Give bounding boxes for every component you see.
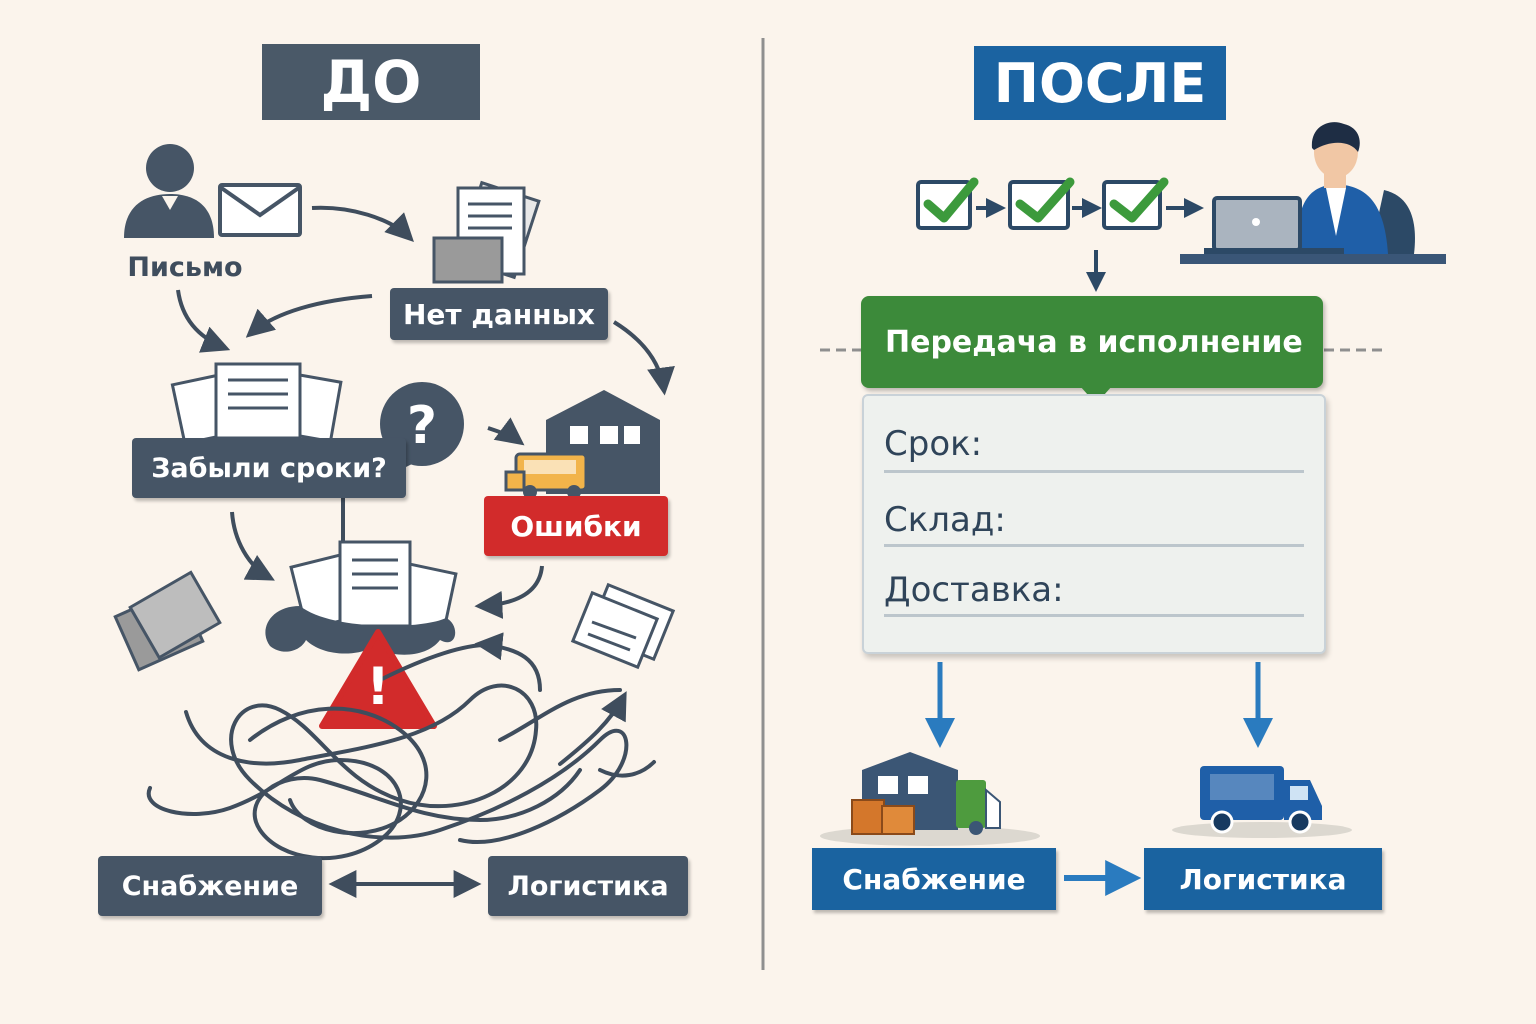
after-title: ПОСЛЕ bbox=[974, 46, 1226, 120]
deadline-field-label: Срок: bbox=[884, 424, 983, 464]
no-data-label: Нет данных bbox=[390, 288, 608, 340]
documents-icon bbox=[570, 582, 676, 670]
arrow bbox=[474, 565, 544, 619]
deadline-field-line[interactable] bbox=[884, 470, 1304, 473]
warning-exclamation: ! bbox=[366, 657, 390, 717]
checkbox-check-icon bbox=[1102, 177, 1169, 230]
forgot-deadlines-label: Забыли сроки? bbox=[132, 438, 406, 498]
handover-form: Срок: Склад: Доставка: bbox=[862, 394, 1326, 654]
documents-icon bbox=[432, 180, 541, 284]
before-title: ДО bbox=[262, 44, 480, 120]
person-icon bbox=[124, 144, 214, 238]
handover-banner: Передача в исполнение bbox=[861, 296, 1323, 388]
arrow bbox=[487, 417, 525, 446]
arrow bbox=[176, 289, 231, 353]
logistics-label-before: Логистика bbox=[488, 856, 688, 916]
truck-icon bbox=[504, 452, 588, 499]
warning-icon bbox=[319, 629, 437, 729]
tangled-lines bbox=[146, 632, 656, 861]
laptop-user-icon bbox=[1180, 122, 1446, 264]
delivery-field-line[interactable] bbox=[884, 614, 1304, 617]
warehouse-icon bbox=[820, 752, 1040, 846]
warehouse-field-label: Склад: bbox=[884, 500, 1006, 540]
checkbox-check-icon bbox=[916, 177, 979, 230]
checkbox-check-icon bbox=[1008, 177, 1075, 230]
errors-label: Ошибки bbox=[484, 496, 668, 556]
arrow bbox=[612, 320, 675, 396]
truck-icon bbox=[1172, 766, 1352, 838]
arrow bbox=[311, 205, 414, 242]
truck-icon bbox=[956, 780, 1001, 835]
documents-icon bbox=[113, 570, 222, 672]
envelope-icon bbox=[218, 183, 302, 237]
supply-label-before: Снабжение bbox=[98, 856, 322, 916]
arrow bbox=[245, 294, 373, 338]
arrow bbox=[230, 511, 275, 581]
letter-label: Письмо bbox=[127, 251, 243, 283]
documents-icon bbox=[170, 362, 343, 446]
supply-label-after: Снабжение bbox=[812, 848, 1056, 910]
delivery-field-label: Доставка: bbox=[884, 570, 1064, 610]
question-mark: ? bbox=[406, 396, 438, 456]
handover-label: Передача в исполнение bbox=[885, 324, 1303, 360]
documents-icon bbox=[265, 540, 458, 655]
logistics-label-after: Логистика bbox=[1144, 848, 1382, 910]
warehouse-field-line[interactable] bbox=[884, 544, 1304, 547]
